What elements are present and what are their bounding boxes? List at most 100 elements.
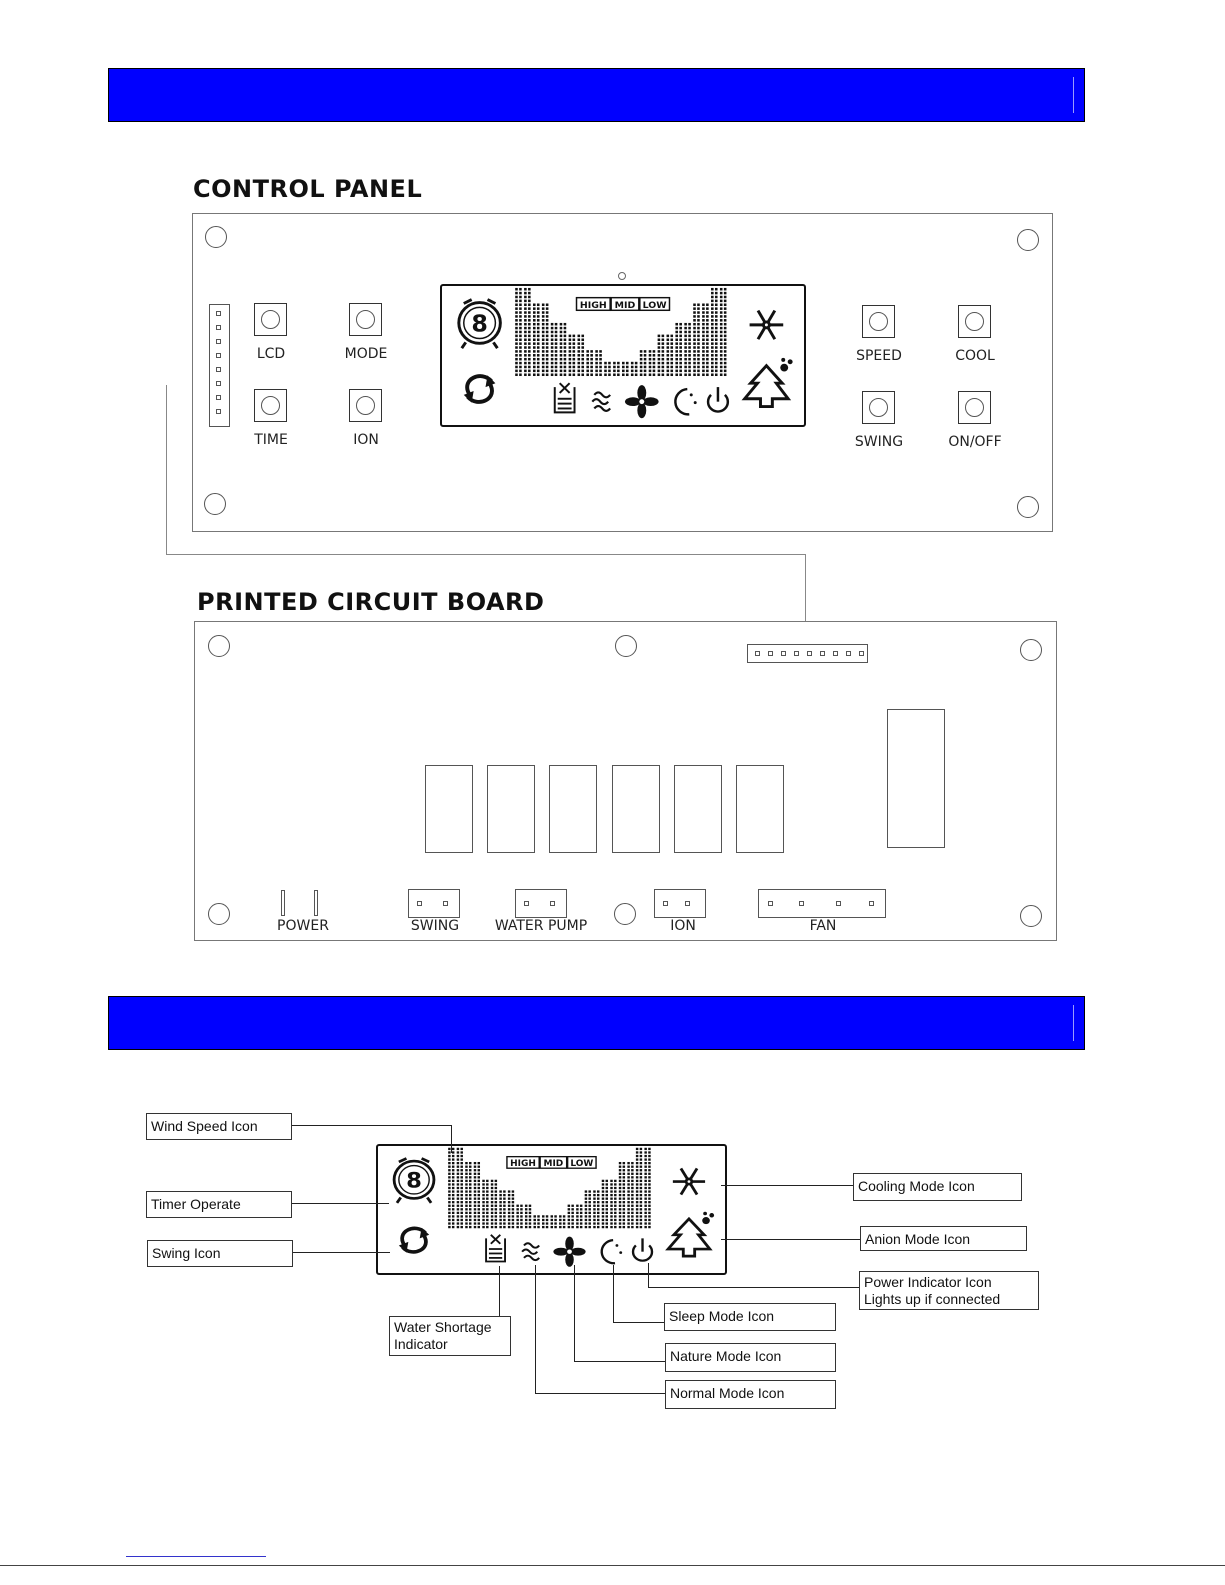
connector-pin [216,409,221,414]
speed-label-high: HIGH [510,1159,536,1169]
callout-normal-mode: Normal Mode Icon [665,1380,836,1409]
connector-pin [781,651,786,656]
tree-anion-icon [665,1211,715,1258]
speed-label-box [566,1155,597,1169]
fan-icon [624,385,659,419]
time-button[interactable] [254,389,287,422]
onoff-button-label: ON/OFF [948,434,1002,450]
mode-button-label: MODE [344,346,388,362]
connector-pin [663,901,668,906]
mounting-hole [205,226,227,248]
cool-button[interactable] [958,305,991,338]
power-icon [631,1238,654,1262]
wire-segment-right [805,554,806,644]
speed-label-low: LOW [570,1159,593,1169]
transformer-block [887,709,945,848]
relay [674,765,722,853]
footer-link [126,1556,266,1557]
pcb-heading: PRINTED CIRCUIT BOARD [197,588,545,616]
relay [612,765,660,853]
panel-notch [618,272,626,280]
connector-pin [216,339,221,344]
leader-line [535,1393,665,1394]
callout-sleep-mode: Sleep Mode Icon [664,1303,836,1331]
wind-speed-bars [515,287,727,377]
connector-pin [550,901,555,906]
footer-rule [0,1565,1225,1566]
mounting-hole [204,493,226,515]
speed-label-box [539,1155,568,1169]
water-pump-terminal [515,889,567,918]
connector-pin [216,311,221,316]
connector-pin [443,901,448,906]
mounting-hole [208,903,230,925]
speed-labels: HIGH MID LOW [506,1155,597,1169]
connector-pin [216,367,221,372]
lcd-button[interactable] [254,303,287,336]
callout-water-shortage: Water Shortage Indicator [389,1316,511,1356]
leader-line [574,1361,665,1362]
section-banner-top [108,68,1085,122]
control-panel-heading: CONTROL PANEL [193,175,423,203]
leader-line [291,1203,389,1204]
power-terminal [281,890,285,916]
alarm-clock-icon: 8 [392,1157,436,1204]
onoff-button[interactable] [958,391,991,424]
moon-icon [600,1239,623,1265]
speed-button[interactable] [862,305,895,338]
connector-pin [685,901,690,906]
mode-button[interactable] [349,303,382,336]
leader-line [648,1263,649,1287]
fan-terminal-label: FAN [809,918,837,934]
speed-label-mid: MID [544,1159,564,1169]
leader-line [721,1239,861,1240]
wave-icon [591,391,611,412]
leader-line [451,1125,452,1153]
leader-line [291,1125,452,1126]
mounting-hole [1017,229,1039,251]
connector-pin [417,901,422,906]
leader-line [648,1287,860,1288]
connector-pin [846,651,851,656]
relay [487,765,535,853]
relay [425,765,473,853]
ion-terminal [654,889,706,918]
alarm-clock-icon: 8 [457,298,502,350]
speed-label-box [610,296,640,312]
time-button-label: TIME [254,432,288,448]
connector-pin [216,381,221,386]
connector-pin [755,651,760,656]
speed-label-low: LOW [643,300,667,311]
callout-wind-speed: Wind Speed Icon [146,1113,292,1140]
wind-speed-bars [448,1147,651,1229]
callout-timer-operate: Timer Operate [146,1191,292,1218]
mounting-hole [615,635,637,657]
callout-anion-mode: Anion Mode Icon [860,1226,1027,1251]
fan-terminal [758,889,886,918]
timer-digit: 8 [406,1169,422,1193]
connector-pin [807,651,812,656]
swing-button[interactable] [862,391,895,424]
speed-label-box [575,296,611,312]
pcb-board: POWER SWING WATER PUMP ION FAN [194,621,1057,941]
power-icon [706,387,730,413]
wire-segment-bottom [166,554,805,555]
lcd-display-diagram: 8 HIGH MID LOW [376,1144,727,1275]
moon-icon [674,387,697,416]
connector-pin [799,901,804,906]
connector-pin [216,325,221,330]
swing-terminal [408,889,460,918]
ion-terminal-label: ION [670,918,696,934]
connector-pin [820,651,825,656]
leader-line [613,1322,665,1323]
connector-pin [836,901,841,906]
panel-connector [209,304,230,427]
speed-label-box [639,296,671,312]
ion-button-label: ION [353,432,379,448]
ion-button[interactable] [349,389,382,422]
swing-button-label: SWING [854,434,904,450]
mounting-hole [1017,496,1039,518]
leader-line [721,1185,854,1186]
